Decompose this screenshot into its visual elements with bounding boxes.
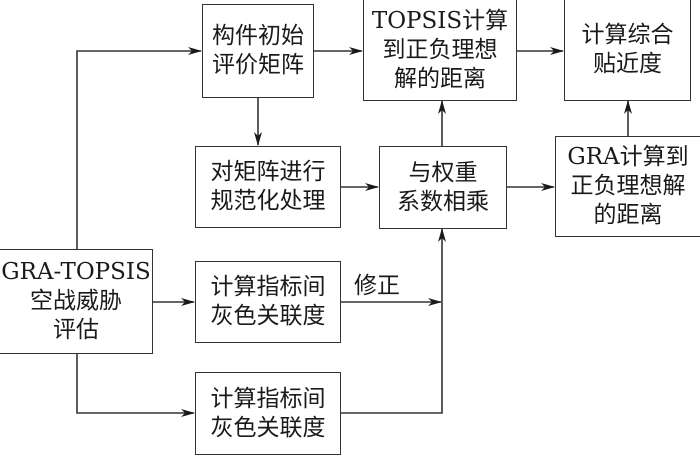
edge-grey2-to-weight	[340, 228, 446, 414]
node-gra-distance: GRA计算到 正负理想解 的距离	[555, 136, 700, 237]
node-grey-relation-2: 计算指标间 灰色关联度	[195, 372, 341, 455]
edge-gra-topsis-to-initial-matrix	[76, 47, 202, 249]
node-normalize: 对矩阵进行 规范化处理	[195, 146, 341, 228]
node-initial-matrix: 构件初始 评价矩阵	[202, 4, 314, 98]
edge-gra-topsis-to-grey2	[76, 353, 195, 417]
node-gra-topsis: GRA-TOPSIS 空战威胁 评估	[0, 249, 153, 354]
node-weight-multiply: 与权重 系数相乘	[379, 146, 507, 229]
node-topsis-distance: TOPSIS计算 到正负理想 解的距离	[363, 0, 517, 101]
node-grey-relation-1: 计算指标间 灰色关联度	[195, 261, 341, 343]
edge-label-correction: 修正	[354, 273, 400, 299]
node-closeness: 计算综合 贴近度	[564, 0, 691, 101]
